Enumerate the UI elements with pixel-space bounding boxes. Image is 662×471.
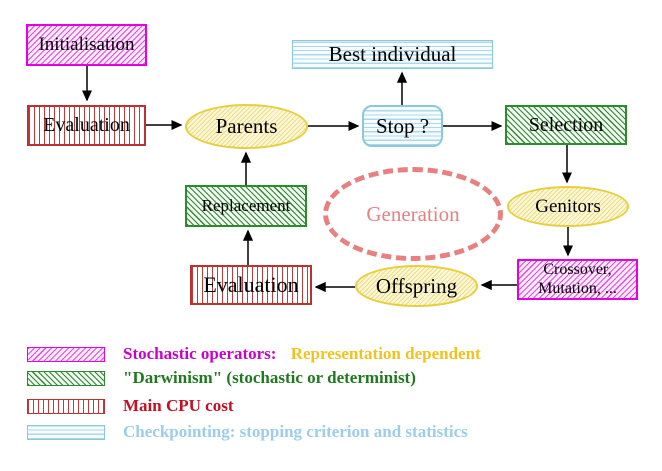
evaluation-bottom-label: Evaluation — [203, 272, 299, 297]
offspring-label: Offspring — [375, 273, 458, 298]
crossover-mutation-label: Crossover, Mutation, ... — [538, 261, 617, 299]
initialisation-box: Initialisation — [26, 24, 147, 66]
stochastic-operators-label: Stochastic operators: — [123, 344, 277, 363]
initialisation-label: Initialisation — [38, 34, 135, 55]
checkpointing-label: Checkpointing: stopping criterion and st… — [123, 422, 468, 441]
stop-box: Stop ? — [362, 105, 443, 147]
replacement-box: Replacement — [185, 185, 307, 227]
legend-row-darwinism: "Darwinism" (stochastic or determinist) — [27, 368, 416, 387]
darwinism-label: "Darwinism" (stochastic or determinist) — [123, 368, 416, 387]
replacement-label: Replacement — [201, 196, 291, 215]
selection-box: Selection — [505, 105, 627, 145]
green-hatch-swatch — [27, 370, 105, 386]
generation-label: Generation — [366, 201, 460, 226]
crossover-line: Crossover, — [543, 260, 612, 278]
genitors-label: Genitors — [535, 195, 601, 217]
evaluation-top-box: Evaluation — [27, 105, 146, 146]
legend-text: Stochastic operators: Representation dep… — [123, 344, 481, 364]
legend-row-stochastic-operators: Stochastic operators: Representation dep… — [27, 344, 481, 364]
selection-label: Selection — [528, 113, 604, 136]
parents-ellipse: Parents — [185, 104, 308, 149]
stop-label: Stop ? — [375, 113, 430, 138]
crossover-mutation-box: Crossover, Mutation, ... — [517, 259, 638, 300]
magenta-hatch-swatch — [27, 346, 105, 362]
main-cpu-cost-label: Main CPU cost — [123, 396, 234, 415]
parents-label: Parents — [215, 114, 278, 138]
generation-ellipse: Generation — [323, 167, 503, 261]
red-stripes-swatch — [27, 398, 105, 414]
evaluation-top-label: Evaluation — [43, 114, 130, 136]
best-individual-label: Best individual — [328, 42, 457, 66]
representation-dependent-label: Representation dependent — [290, 344, 481, 363]
mutation-line: Mutation, ... — [538, 279, 617, 297]
legend-row-checkpointing: Checkpointing: stopping criterion and st… — [27, 422, 468, 441]
offspring-ellipse: Offspring — [355, 265, 478, 307]
best-individual-box: Best individual — [292, 40, 493, 69]
genitors-ellipse: Genitors — [507, 186, 629, 227]
cyan-stripes-swatch — [27, 424, 105, 440]
evaluation-bottom-box: Evaluation — [190, 265, 312, 305]
legend-row-cpu-cost: Main CPU cost — [27, 396, 234, 415]
